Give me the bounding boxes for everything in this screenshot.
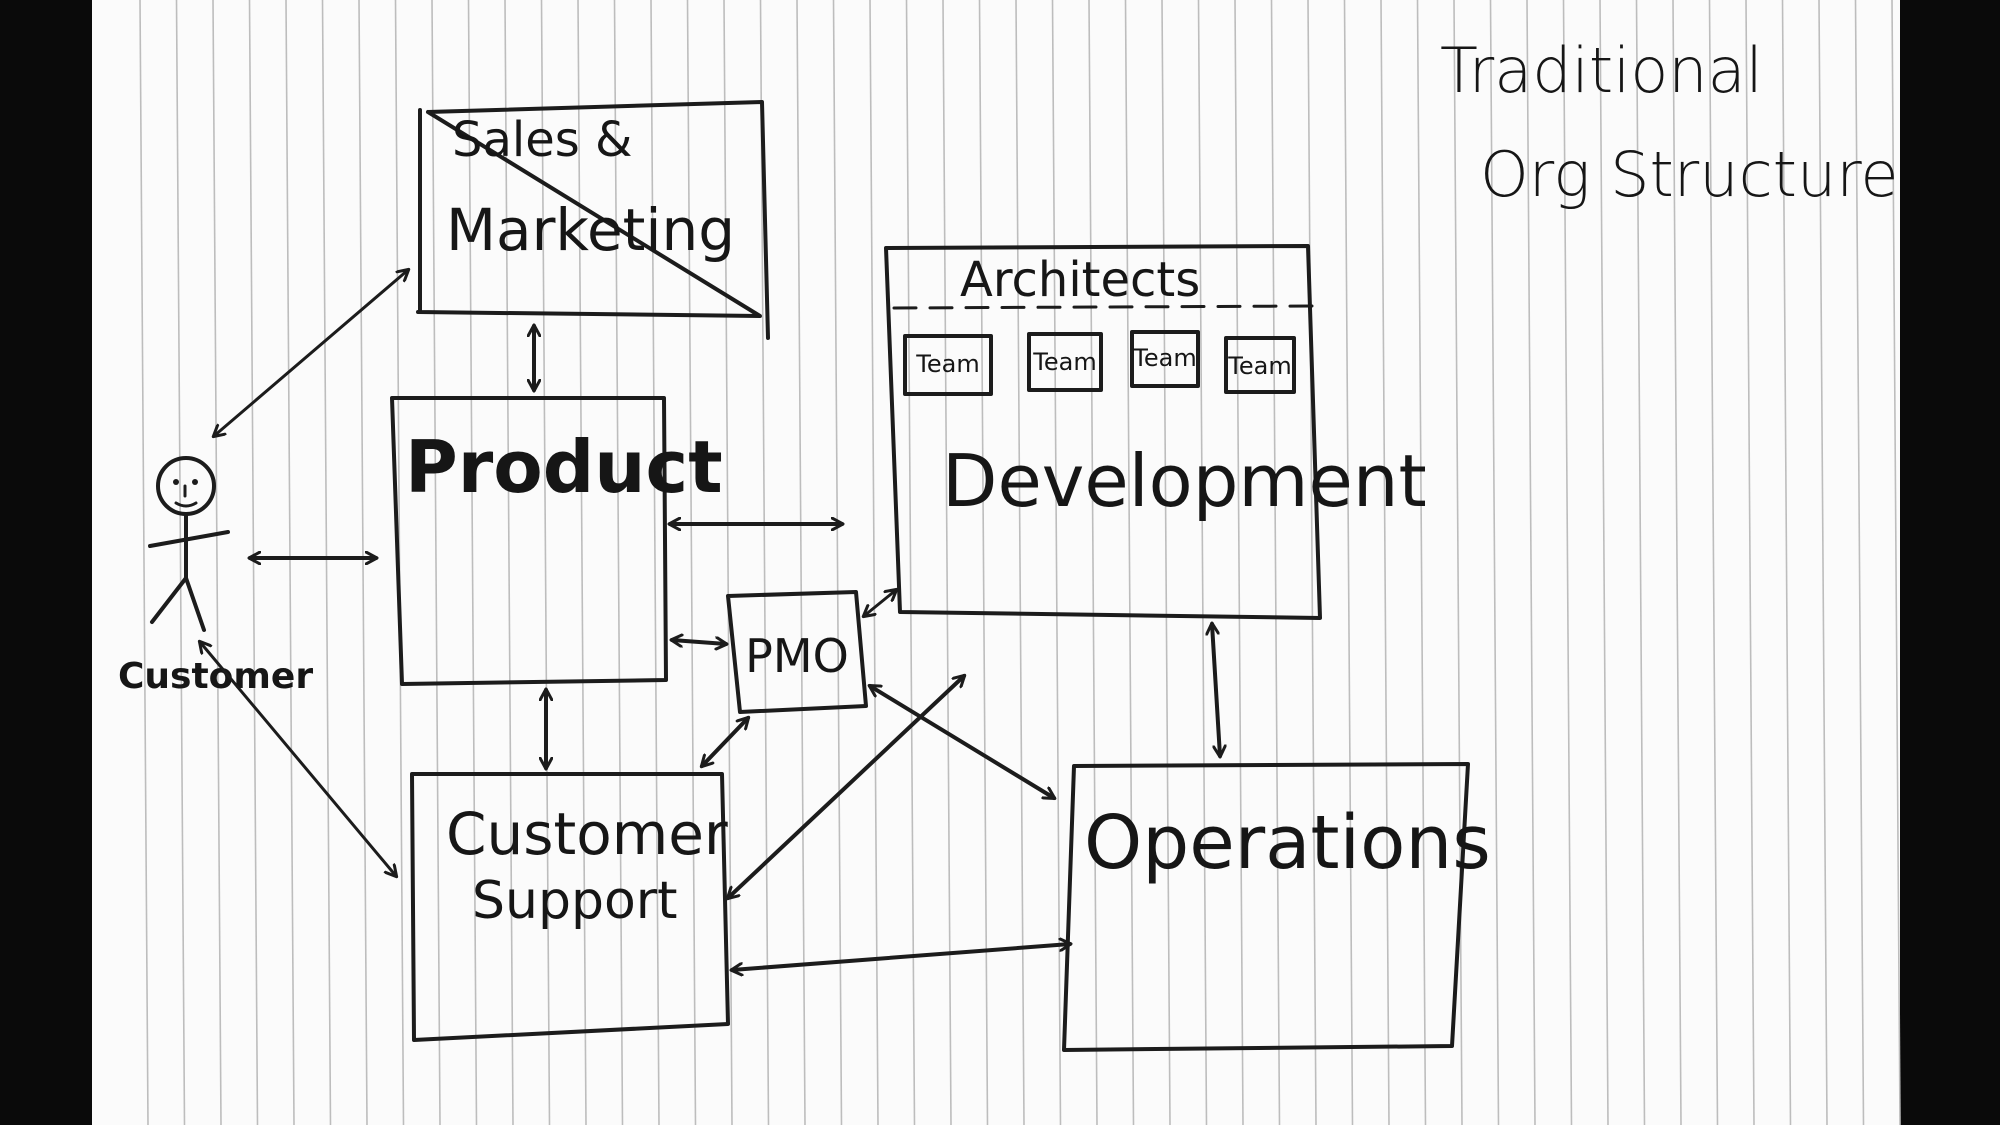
ruled-line <box>1562 0 1573 1125</box>
ruled-line <box>467 0 478 1125</box>
customer-support-line-2: Support <box>472 871 678 931</box>
ruled-line <box>613 0 624 1125</box>
sales-marketing-line-2: Marketing <box>446 196 735 264</box>
ruled-line <box>577 0 587 1125</box>
development-box: Architects Team Team Team Team Developme… <box>884 244 1427 620</box>
development-label: Development <box>942 439 1427 523</box>
ruled-line <box>139 0 149 1125</box>
ruled-line <box>175 0 186 1125</box>
customer-eye-left <box>173 479 179 485</box>
team-box-1: Team <box>903 334 993 396</box>
customer-support-box: Customer Support <box>410 772 730 1042</box>
ruled-line <box>1672 0 1682 1125</box>
ruled-line <box>1197 0 1208 1125</box>
arrow-customer-sales <box>214 270 408 436</box>
ruled-line <box>1781 0 1792 1125</box>
team-label-1: Team <box>915 350 979 378</box>
ruled-line <box>1854 0 1865 1125</box>
ruled-line <box>1270 0 1281 1125</box>
ruled-line <box>686 0 697 1125</box>
pmo-label: PMO <box>745 629 849 683</box>
ruled-line <box>1343 0 1354 1125</box>
ruled-line <box>540 0 551 1125</box>
title-line-1: Traditional <box>1440 34 1763 107</box>
ruled-line <box>1161 0 1171 1125</box>
ruled-line <box>1708 0 1719 1125</box>
operations-label: Operations <box>1084 800 1491 886</box>
title-line-2: Org Structure <box>1480 138 1899 211</box>
team-box-4: Team <box>1224 336 1296 394</box>
ruled-line <box>431 0 441 1125</box>
connector-arrows <box>200 270 1220 970</box>
team-label-2: Team <box>1032 348 1096 376</box>
ruled-line <box>1307 0 1317 1125</box>
arrow-pmo-development <box>864 590 896 616</box>
arrow-customer-support <box>200 642 396 876</box>
ruled-line <box>1088 0 1098 1125</box>
ruled-line <box>1124 0 1135 1125</box>
ruled-line <box>1380 0 1390 1125</box>
ruled-line <box>1891 0 1901 1125</box>
sales-marketing-line-1: Sales & <box>452 112 632 168</box>
team-label-4: Team <box>1227 352 1291 380</box>
ruled-line <box>1599 0 1609 1125</box>
ruled-line <box>1745 0 1755 1125</box>
ruled-line <box>1234 0 1244 1125</box>
architects-label: Architects <box>960 252 1200 308</box>
arrow-support-development <box>728 676 964 898</box>
ruled-line <box>1453 0 1463 1125</box>
ruled-line <box>1818 0 1828 1125</box>
operations-box: Operations <box>1062 762 1491 1052</box>
arrow-product-pmo <box>672 640 726 644</box>
team-box-3: Team <box>1130 330 1200 388</box>
ruled-line <box>650 0 660 1125</box>
sales-marketing-box: Sales & Marketing <box>416 100 770 340</box>
arrow-development-operations <box>1212 624 1220 756</box>
product-label: Product <box>405 425 723 509</box>
product-box: Product <box>390 396 723 686</box>
ruled-line <box>1416 0 1427 1125</box>
customer-eye-right <box>192 479 198 485</box>
team-label-3: Team <box>1132 344 1196 372</box>
customer-support-line-1: Customer <box>446 800 728 868</box>
ruled-line <box>212 0 222 1125</box>
ruled-line <box>504 0 514 1125</box>
ruled-line <box>1526 0 1536 1125</box>
arrow-support-operations <box>732 944 1070 970</box>
ruled-line <box>1489 0 1500 1125</box>
ruled-line <box>1635 0 1646 1125</box>
team-box-2: Team <box>1027 332 1103 392</box>
